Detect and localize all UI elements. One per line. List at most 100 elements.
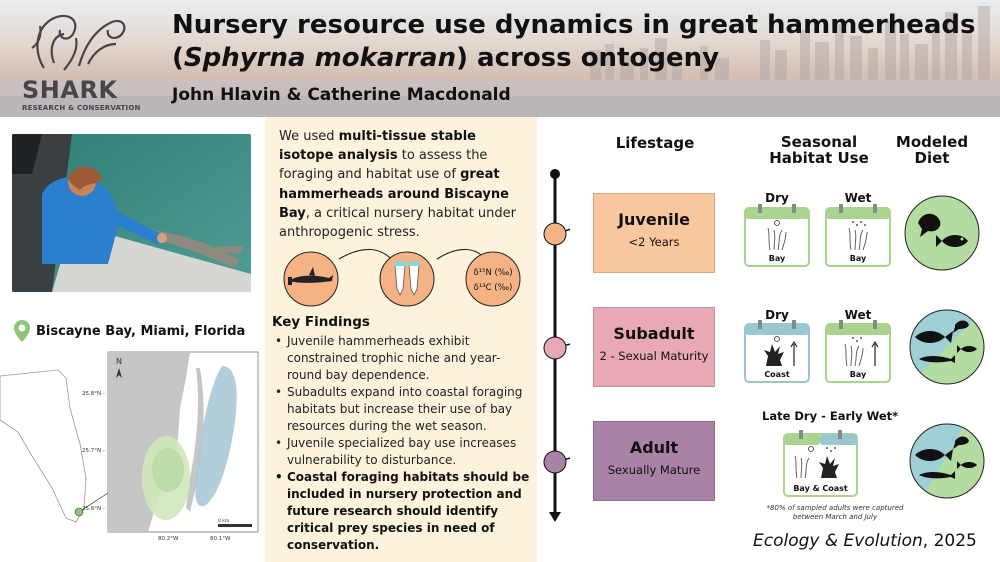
- isotope-c13: δ¹³C (‰): [474, 283, 513, 293]
- subadult-wet-calendar: Bay: [825, 320, 891, 384]
- stage-subtitle: <2 Years: [628, 235, 680, 249]
- adult-node: [543, 450, 567, 474]
- method-flow-icons: δ¹⁵N (‰) δ¹³C (‰): [283, 248, 521, 307]
- location-heading: Biscayne Bay, Miami, Florida: [14, 320, 245, 342]
- subadult-dry-label: Dry: [765, 308, 789, 322]
- seasonal-habitat-heading: Seasonal Habitat Use: [764, 134, 874, 166]
- intro-text: We used multi-tissue stable isotope anal…: [279, 127, 527, 242]
- adult-footnote: *80% of sampled adults were captured bet…: [766, 504, 904, 521]
- adult-calendar: Bay & Coast: [783, 430, 858, 498]
- small-shark-icon: [919, 355, 955, 363]
- title-paren-open: (: [172, 43, 184, 73]
- lifestage-timeline: [543, 169, 570, 522]
- diet-heading-line-1: Modeled: [895, 133, 969, 151]
- habitat-caption: Bay & Coast: [793, 484, 848, 493]
- miami-skyline-background: [0, 6, 1000, 117]
- calendar-bay-coast-icon: [783, 430, 858, 497]
- stage-subtitle: Sexually Mature: [607, 463, 701, 477]
- title-line-1: Nursery resource use dynamics in great h…: [172, 10, 976, 40]
- finding-item-conclusion: Coastal foraging habitats should be incl…: [273, 469, 535, 554]
- lat-tick-1: 25.8°N -: [82, 391, 105, 397]
- stage-adult: Adult Sexually Mature: [593, 421, 715, 501]
- svg-text:N: N: [116, 357, 122, 366]
- stage-subtitle: 2 - Sexual Maturity: [599, 349, 709, 363]
- stage-name: Juvenile: [618, 210, 690, 229]
- intro-bold-method: multi-tissue stable isotope analysis: [279, 129, 476, 164]
- modeled-diet-heading: Modeled Diet: [894, 134, 970, 166]
- vials-circle-icon: [379, 251, 435, 307]
- field-photo: [12, 134, 251, 292]
- seasonal-heading-line-1: Seasonal: [780, 133, 858, 151]
- stage-juvenile: Juvenile <2 Years: [593, 193, 715, 273]
- key-findings-list: Juvenile hammerheads exhibit constrained…: [273, 333, 535, 554]
- journal-name: Ecology & Evolution: [753, 531, 923, 551]
- intro-part-2: to assess the foraging and habitat use o…: [279, 148, 488, 183]
- juvenile-dry-label: Dry: [765, 191, 789, 205]
- journal-year: , 2025: [922, 531, 977, 551]
- key-findings-title: Key Findings: [272, 314, 370, 330]
- summary-panel: We used multi-tissue stable isotope anal…: [265, 117, 537, 562]
- juvenile-wet-label: Wet: [844, 191, 872, 205]
- intro-part-3: , a critical nursery habitat under anthr…: [279, 205, 516, 241]
- small-fish-icon: [957, 461, 977, 469]
- habitat-caption: Bay: [849, 370, 867, 379]
- jack-fish-icon: [915, 331, 953, 343]
- habitat-caption: Bay: [768, 254, 786, 263]
- habitat-caption: Coast: [764, 370, 790, 379]
- seasonal-heading-line-2: Habitat Use: [769, 149, 869, 167]
- small-shark-icon: [919, 471, 955, 479]
- lon-tick-1: 80.2°W: [158, 536, 179, 542]
- study-area-map: N 25.8°N - 25.7°N - 25.6°N - 80.2°W 80.1…: [0, 351, 259, 542]
- juvenile-dry-calendar: Bay: [744, 204, 810, 268]
- logo-wordmark: SHARK: [22, 76, 118, 104]
- lon-tick-2: 80.1°W: [210, 536, 231, 542]
- juvenile-wet-calendar: Bay: [825, 204, 891, 268]
- scale-label: 0 km: [218, 518, 229, 524]
- species-name: Sphyrna mokarran: [183, 43, 457, 73]
- subadult-node: [543, 336, 567, 360]
- subadult-wet-label: Wet: [844, 308, 872, 322]
- poster-title: Nursery resource use dynamics in great h…: [172, 9, 992, 75]
- calendar-seagrass-icon: [825, 204, 891, 267]
- stage-subadult: Subadult 2 - Sexual Maturity: [593, 307, 715, 387]
- intro-part-1: We used: [279, 129, 339, 144]
- shark-research-logo: SHARK RESEARCH & CONSERVATION: [22, 8, 140, 112]
- ray-icon: [953, 320, 969, 333]
- fish-icon: [936, 235, 968, 247]
- isotope-n15: δ¹⁵N (‰): [473, 268, 512, 278]
- finding-item: Juvenile specialized bay use increases v…: [273, 435, 535, 469]
- isotope-circle-icon: [465, 251, 521, 307]
- shark-logo-icon: [31, 14, 126, 71]
- logo-subtitle: RESEARCH & CONSERVATION: [22, 104, 141, 112]
- lifestage-heading: Lifestage: [615, 134, 695, 152]
- adult-season-label: Late Dry - Early Wet*: [762, 409, 899, 423]
- subadult-dry-calendar: Coast: [744, 320, 810, 384]
- map-pin-icon: [14, 320, 30, 342]
- juvenile-node: [543, 222, 567, 246]
- lat-tick-2: 25.7°N -: [82, 448, 105, 454]
- habitat-caption: Bay: [849, 254, 867, 263]
- jack-fish-icon: [915, 449, 953, 461]
- ray-icon: [953, 436, 969, 449]
- small-fish-icon: [957, 345, 977, 353]
- finding-item: Juvenile hammerheads exhibit constrained…: [273, 333, 535, 384]
- calendar-coral-icon: [744, 320, 810, 383]
- authors: John Hlavin & Catherine Macdonald: [172, 85, 511, 105]
- journal-citation: Ecology & Evolution, 2025: [753, 531, 977, 551]
- diet-heading-line-2: Diet: [914, 149, 950, 167]
- title-line-2: (Sphyrna mokarran) across ontogeny: [172, 42, 992, 75]
- calendar-seagrass-icon: [825, 320, 891, 383]
- intro-bold-subject: great hammerheads around Biscayne Bay: [279, 167, 509, 221]
- subadult-diet-chart: [909, 309, 985, 385]
- finding-item: Subadults expand into coastal foraging h…: [273, 384, 535, 435]
- juvenile-diet-chart: [904, 195, 980, 271]
- researcher-with-shark-illustration: [12, 134, 251, 292]
- stage-name: Adult: [629, 438, 679, 457]
- header-banner: SHARK RESEARCH & CONSERVATION Nursery re…: [0, 0, 1000, 117]
- title-line-2-end: ) across ontogeny: [456, 43, 720, 73]
- calendar-seagrass-icon: [744, 204, 810, 267]
- lat-tick-3: 25.6°N -: [82, 506, 105, 512]
- stingray-icon: [918, 213, 941, 237]
- stage-name: Subadult: [613, 324, 695, 343]
- adult-diet-chart: [909, 423, 985, 499]
